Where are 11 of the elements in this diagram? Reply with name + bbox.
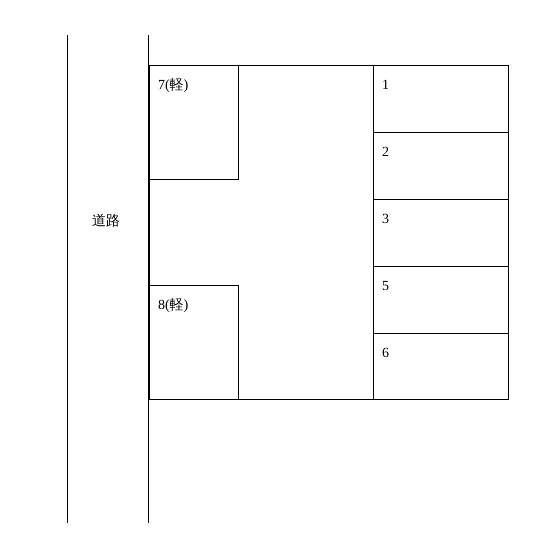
- road-label: 道路: [92, 212, 120, 230]
- space-number: 1: [382, 78, 389, 94]
- parking-space: [149, 65, 239, 180]
- space-number: 8(軽): [158, 298, 188, 314]
- parking-space: [149, 285, 239, 400]
- parking-lot-outline: [149, 65, 509, 400]
- space-number: 6: [382, 346, 389, 362]
- space-number: 5: [382, 279, 389, 295]
- space-number: 7(軽): [158, 78, 188, 94]
- space-number: 3: [382, 212, 389, 228]
- space-number: 2: [382, 145, 389, 161]
